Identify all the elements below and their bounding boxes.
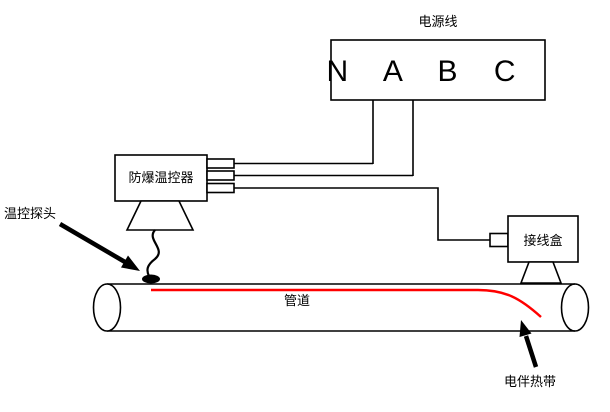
temperature-probe — [142, 274, 160, 284]
controller-stand — [125, 200, 195, 231]
controller-terminal-3 — [206, 182, 235, 194]
controller-box — [114, 154, 208, 202]
wire-terminal-3-to-junction — [234, 187, 490, 241]
controller-label: 防爆温控器 — [128, 170, 193, 185]
power-line-label: 电源线 — [418, 14, 457, 29]
junction-box-label: 接线盒 — [523, 233, 562, 248]
controller-terminal-1 — [206, 158, 235, 169]
junction-box — [507, 215, 579, 263]
heat-tape-arrow-shaft — [523, 335, 539, 368]
heat-tape-arrow-head — [519, 320, 532, 337]
power-terminal-box — [330, 39, 546, 101]
controller-terminal-2 — [206, 170, 235, 181]
probe-arrow-shaft — [58, 222, 127, 264]
heat-tape-label: 电伴热带 — [504, 374, 556, 389]
probe-arrow-head — [121, 255, 140, 271]
probe-label: 温控探头 — [4, 206, 56, 221]
sensor-cable — [146, 229, 160, 277]
pipe-label: 管道 — [284, 293, 310, 308]
junction-box-stub — [489, 232, 509, 248]
power-terminals-text: N A B C — [326, 55, 529, 88]
pipe-left-end — [92, 283, 122, 332]
heat-tape-line — [151, 288, 542, 318]
pipe-right-end — [560, 283, 590, 332]
junction-box-stand — [519, 261, 563, 284]
